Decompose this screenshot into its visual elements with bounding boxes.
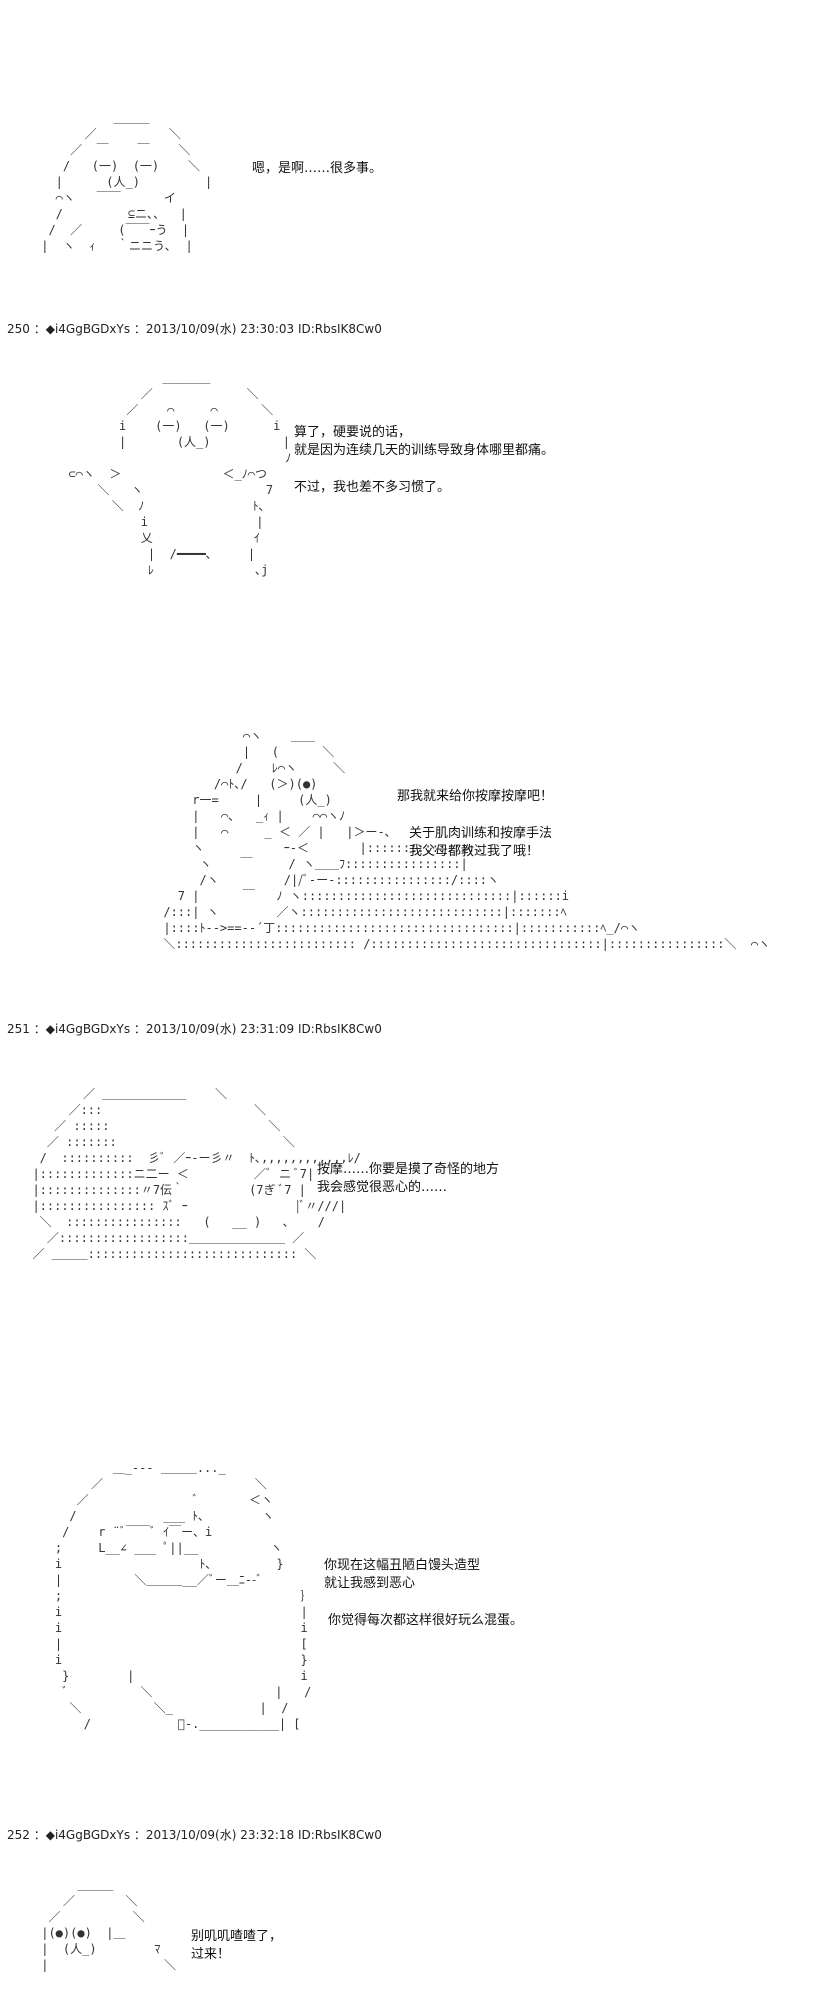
dialog-line: 过来！ [191,1947,231,1962]
dialog-line: 你觉得每次都这样很好玩么混蛋。 [328,1613,524,1628]
dialog-line: 别叽叽喳喳了， [191,1929,283,1944]
ascii-art-character-6: ＿＿＿ ／ ＼ ／ ＼ |(●)(●) |＿ | (人_) ﾏ | ＼ [41,1878,177,1972]
dialog-line: 算了，硬要说的话， [294,425,412,440]
dialog-line: 那我就来给你按摩按摩吧！ [397,789,554,804]
post-header: 250 ：◆i4GgBGDxYs ：2013/10/09(水) 23:30:03… [7,322,382,336]
dialog-line: 不过，我也差不多习惯了。 [294,480,451,495]
post-header: 251 ：◆i4GgBGDxYs ：2013/10/09(水) 23:31:09… [7,1022,382,1036]
ascii-art-massage-scene: ⌒ヽ ＿＿ | ( ＼ / ﾚ⌒ヽ ＼ /⌒ﾄ､/ (＞)(●) r一= | (… [163,729,771,951]
dialog-line: 按摩……你要是摸了奇怪的地方 [317,1162,500,1177]
dialog-line: 就让我感到恶心 [324,1576,416,1591]
ascii-art-character-2: ＿＿＿＿ ／ ＼ ／ ⌒ ⌒ ＼ i (一) (一) i | (人_) | ﾉ … [68,371,292,577]
dialog-line: 关于肌肉训练和按摩手法 [409,826,553,841]
ascii-art-character-1: ＿＿＿ ／ ＼ ／ ￣ ￣ ＼ / (一) (一) ＼ | (人_) | ⌒ヽ … [41,111,213,253]
ascii-art-character-4: ／ ＿＿＿＿＿＿＿ ＼ ／::: ＼ ／ ::::: ＼ ／ ::::::: ＼… [32,1087,361,1261]
dialog-line: 我父母都教过我了哦！ [409,844,540,859]
dialog-line: 就是因为连续几天的训练导致身体哪里都痛。 [294,443,555,458]
dialog-line: 你现在这幅丑陋白馒头造型 [324,1558,481,1573]
post-header: 252 ：◆i4GgBGDxYs ：2013/10/09(水) 23:32:18… [7,1828,382,1842]
dialog-text: 嗯，是啊……很多事。 [252,161,383,176]
ascii-art-character-5: ＿_--- ＿＿＿..._ ／ ＼ ／ ﾞ ＜ヽ / ___ ﾄ､ ヽ / r … [54,1461,313,1731]
dialog-line: 我会感觉很恶心的…… [317,1180,448,1195]
